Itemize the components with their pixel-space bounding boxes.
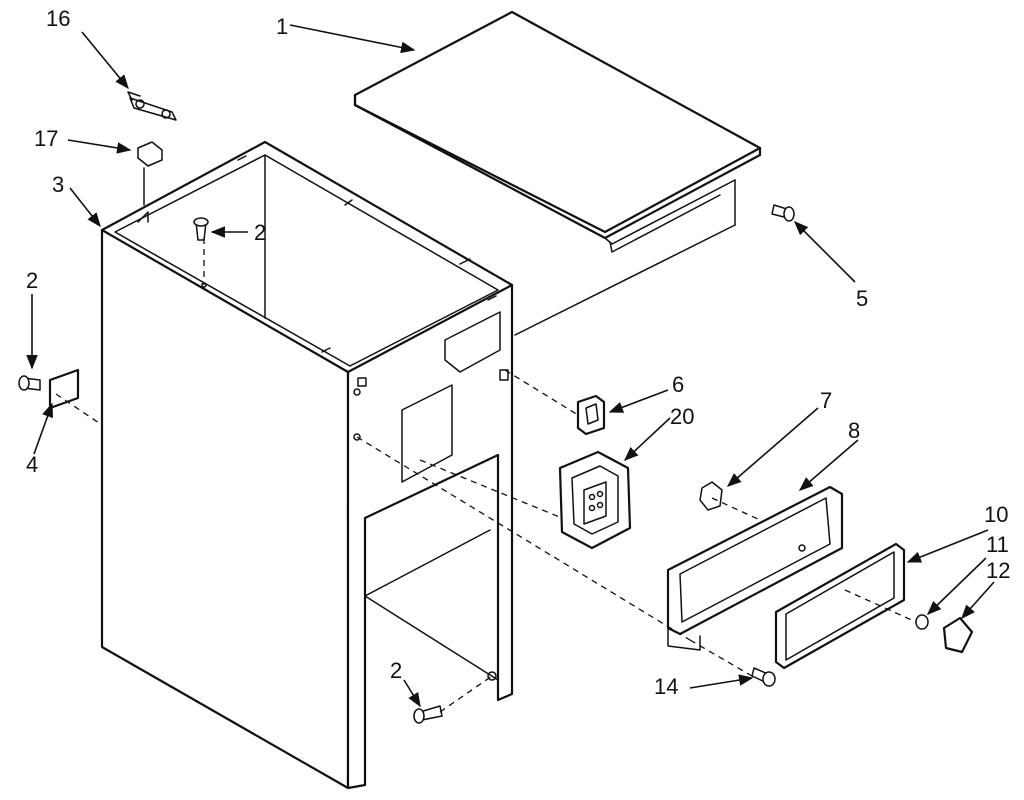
callout-16: 16 bbox=[46, 6, 70, 31]
door-frame-part-8 bbox=[666, 485, 844, 651]
callout-8: 8 bbox=[848, 418, 860, 443]
assembly-lines bbox=[55, 224, 917, 713]
cabinet-body bbox=[100, 140, 514, 790]
switch-part-6 bbox=[576, 394, 606, 436]
knob-part-12 bbox=[942, 616, 974, 654]
callout-2-bottom: 2 bbox=[390, 658, 402, 683]
screw-part-5 bbox=[771, 204, 795, 222]
callout-14: 14 bbox=[654, 674, 678, 699]
clip-part-17 bbox=[137, 141, 163, 206]
callout-4: 4 bbox=[26, 452, 38, 477]
hinge-part-16 bbox=[127, 91, 177, 121]
nut-part-11 bbox=[915, 614, 929, 630]
callout-10: 10 bbox=[984, 502, 1008, 527]
screw-part-14 bbox=[751, 667, 776, 687]
callout-1: 1 bbox=[276, 14, 288, 39]
callout-2-top: 2 bbox=[254, 220, 266, 245]
screw-part-2-left bbox=[18, 375, 41, 391]
callout-2-left: 2 bbox=[26, 268, 38, 293]
callout-17: 17 bbox=[34, 126, 58, 151]
callout-labels: 1 2 2 2 3 4 5 6 7 8 10 11 12 14 16 17 20 bbox=[26, 6, 1010, 699]
callout-11: 11 bbox=[986, 532, 1009, 557]
bracket-plate bbox=[48, 368, 80, 410]
callout-12: 12 bbox=[986, 558, 1010, 583]
callout-3: 3 bbox=[52, 172, 64, 197]
screw-part-2-bottom bbox=[413, 705, 443, 724]
screw-part-2-top bbox=[193, 217, 209, 241]
callout-5: 5 bbox=[856, 286, 868, 311]
leader-arrows bbox=[26, 24, 995, 708]
top-panel bbox=[353, 10, 762, 253]
control-housing-part-20 bbox=[558, 450, 632, 550]
callout-20: 20 bbox=[670, 404, 694, 429]
callout-6: 6 bbox=[672, 372, 684, 397]
callout-7: 7 bbox=[820, 388, 832, 413]
latch-part-7 bbox=[699, 481, 723, 511]
window-part-10 bbox=[774, 542, 906, 670]
